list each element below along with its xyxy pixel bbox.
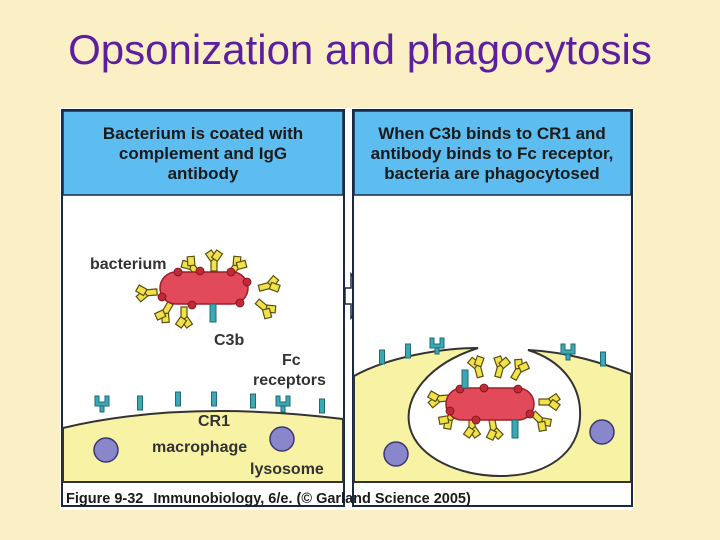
macrophage-cell-icon	[62, 410, 344, 483]
caption-figure-number: Figure 9-32	[66, 491, 143, 507]
right-header-box	[353, 110, 632, 196]
c3b-icon	[209, 303, 217, 323]
label-lysosome: lysosome	[250, 461, 324, 478]
left-header-line-3: antibody	[168, 164, 239, 183]
caption-text: Immunobiology, 6/e. (© Garland Science 2…	[153, 491, 471, 507]
c3b-icon	[461, 369, 519, 439]
right-header-line-3: bacteria are phagocytosed	[384, 164, 599, 183]
left-header-box	[62, 110, 344, 196]
label-bacterium: bacterium	[90, 256, 166, 273]
svg-text:Figure 9-32 Immunobiolog: Figure 9-32 Immunobiology, 6/e. (© Garla…	[66, 491, 471, 507]
label-macrophage: macrophage	[152, 439, 247, 456]
lysosome-icon	[383, 441, 409, 467]
label-c3b: C3b	[214, 332, 244, 349]
left-header-line-2: complement and IgG	[119, 144, 287, 163]
phagocytosing-macrophage-icon	[353, 347, 632, 483]
left-header-line-1: Bacterium is coated with	[103, 124, 303, 143]
left-panel: Bacterium is coated with complement and …	[61, 109, 345, 507]
lysosome-icon	[589, 419, 615, 445]
right-header-line-1: When C3b binds to CR1 and	[378, 124, 606, 143]
slide-title: Opsonization and phagocytosis	[68, 26, 652, 73]
label-fc-line-2: receptors	[253, 372, 326, 389]
engulfed-bacterium-icon	[426, 353, 561, 442]
label-cr1: CR1	[198, 413, 230, 430]
lysosome-icon	[93, 437, 119, 463]
bacterium-icon	[134, 249, 283, 329]
right-panel: When C3b binds to CR1 and antibody binds…	[352, 109, 633, 507]
figure-caption: Figure 9-32 Immunobiology, 6/e. (© Garla…	[66, 491, 471, 507]
figure-panel: Bacterium is coated with complement and …	[60, 108, 634, 510]
right-header-line-2: antibody binds to Fc receptor,	[371, 144, 614, 163]
label-fc-line-1: Fc	[282, 352, 301, 369]
lysosome-icon	[269, 426, 295, 452]
